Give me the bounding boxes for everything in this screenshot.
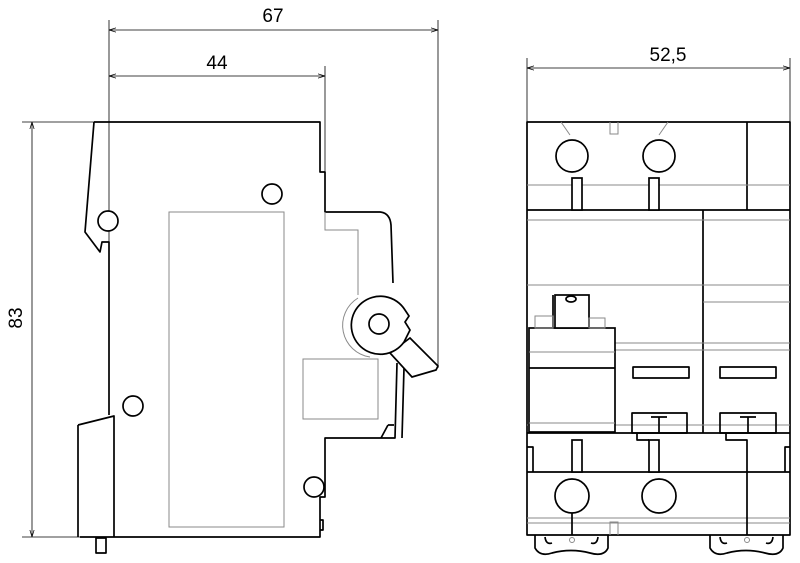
mounting-hole <box>303 476 325 498</box>
trip-indicator-1 <box>631 412 688 434</box>
test-button-mark <box>565 295 577 303</box>
handle-recess <box>342 297 371 358</box>
mounting-hole <box>97 210 119 232</box>
side-notch <box>320 519 324 531</box>
clip-tab <box>95 537 107 554</box>
terminal-stem <box>648 439 660 473</box>
terminal-screw-top-1 <box>555 139 589 173</box>
dimension-label-52-5: 52,5 <box>650 45 687 66</box>
dimension-label-83: 83 <box>6 307 27 328</box>
toggle-handle <box>350 295 440 378</box>
test-module <box>528 327 616 433</box>
toggle-slot-2 <box>719 366 777 379</box>
test-button <box>554 294 590 329</box>
side-view: 67 44 83 <box>6 6 440 554</box>
din-clip-1 <box>534 535 609 556</box>
din-rail-clip <box>77 415 115 537</box>
terminal-stem <box>648 177 660 211</box>
front-body-outline <box>526 121 791 536</box>
terminal-stem <box>571 177 583 211</box>
trip-indicator-2 <box>719 412 777 434</box>
dimension-label-44: 44 <box>206 53 228 74</box>
inner-contour <box>324 212 359 295</box>
toggle-slot-1 <box>632 366 690 379</box>
marking-window <box>302 358 379 420</box>
terminal-screw-bottom-1 <box>554 478 590 514</box>
front-view: 52,5 <box>526 45 791 556</box>
terminal-screw-top-2 <box>642 139 676 173</box>
dimension-44: 44 <box>109 53 326 172</box>
mounting-hole <box>122 395 144 417</box>
din-clip-2 <box>709 535 784 556</box>
label-area <box>168 211 285 528</box>
terminal-screw-bottom-2 <box>641 478 677 514</box>
handle-guard <box>380 367 405 439</box>
side-body-outline <box>80 121 398 538</box>
dimension-67: 67 <box>108 6 439 368</box>
mounting-hole <box>261 183 283 205</box>
terminal-stem <box>571 439 583 473</box>
dimension-83: 83 <box>6 121 94 538</box>
dimension-label-67: 67 <box>262 6 283 27</box>
dimension-52-5: 52,5 <box>526 45 791 122</box>
